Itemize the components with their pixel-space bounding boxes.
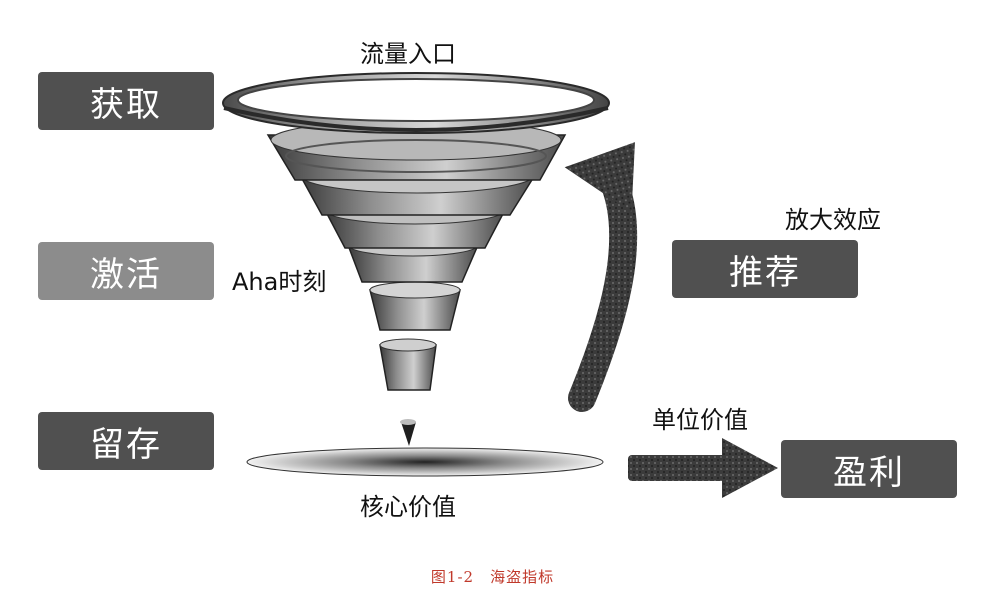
aha-moment-label: Aha时刻 [232,268,327,296]
stage-label-referral: 推荐 [672,240,858,298]
stage-label-acquisition: 获取 [38,72,214,130]
amplification-label: 放大效应 [785,206,881,234]
revenue-arrow [628,438,778,498]
funnel-rim [222,72,610,134]
unit-value-label: 单位价值 [652,406,748,434]
figure-caption: 图1-2 海盗指标 [430,568,555,586]
stage-label-revenue: 盈利 [781,440,957,498]
stage-label-activation: 激活 [38,242,214,300]
stage-label-retention: 留存 [38,412,214,470]
traffic-entry-label: 流量入口 [360,40,456,68]
referral-curved-arrow [564,142,638,412]
core-value-base [246,447,604,477]
funnel-body [266,119,567,446]
core-value-label: 核心价值 [360,493,456,521]
